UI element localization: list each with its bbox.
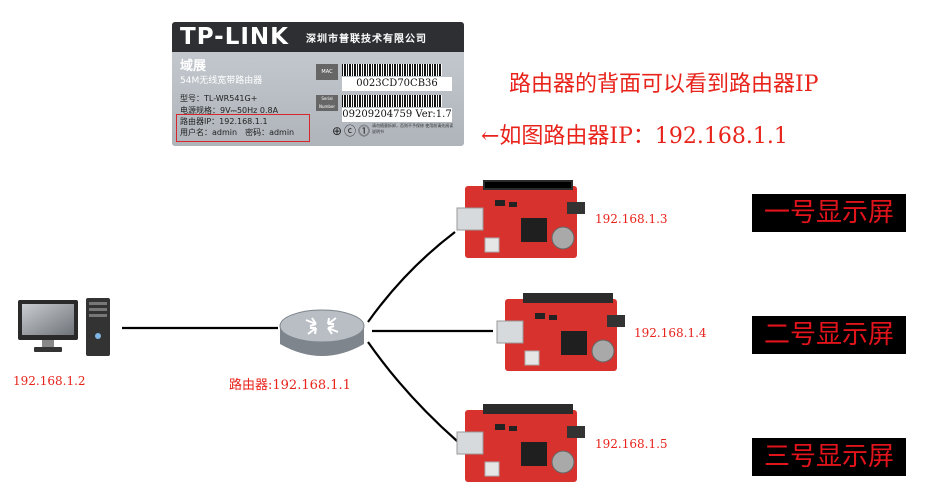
display-screen-1: 一号显示屏 [752, 194, 906, 232]
controller-card-3 [456, 404, 585, 482]
controller-card-2 [496, 293, 625, 371]
serial-barcode [342, 95, 442, 107]
mac-value: 0023CD70CB36 [342, 77, 452, 91]
brand-logo: TP-LINK [180, 24, 289, 50]
company-name: 深圳市普联技术有限公司 [306, 34, 427, 45]
product-name: 域展 [180, 59, 207, 74]
back-label-caption: 路由器的背面可以看到路由器IP [509, 72, 819, 97]
pc-ip-label: 192.168.1.2 [13, 374, 86, 388]
mac-barcode [342, 64, 442, 76]
computer-icon [18, 298, 110, 356]
label-smallprint: 请勿随意拆卸，否则不予保修 使用前请先阅读说明书 [372, 123, 454, 134]
serial-value: 09209204759 Ver:1.7 [342, 108, 452, 122]
router-ip-note: ←如图路由器IP：192.168.1.1 [481, 124, 788, 149]
router-back-label: TP-LINK 深圳市普联技术有限公司 域展 54M无线宽带路由器 型号：TL-… [172, 22, 464, 146]
display-screen-3: 三号显示屏 [752, 438, 906, 476]
spec-model: 型号：TL-WR541G+ [180, 94, 258, 103]
spec-power: 电源规格：9V⎓50Hz 0.8A [180, 106, 279, 115]
certification-icons: ⊕ⓒ⓵ [332, 124, 373, 138]
controller-card-1 [456, 180, 585, 258]
card-2-ip: 192.168.1.4 [634, 326, 707, 340]
wire-router-card3 [367, 341, 458, 442]
card-1-ip: 192.168.1.3 [595, 212, 668, 226]
serial-tag: Serial Number [316, 95, 338, 111]
wire-router-card1 [367, 231, 456, 323]
display-screen-2: 二号显示屏 [752, 316, 906, 354]
model-description: 54M无线宽带路由器 [180, 76, 263, 86]
spec-credentials: 用户名：admin 密码：admin [180, 128, 295, 137]
mac-tag: MAC [316, 64, 338, 80]
spec-router-ip: 路由器IP：192.168.1.1 [180, 117, 268, 126]
router-ip-label: 路由器:192.168.1.1 [229, 378, 351, 393]
card-3-ip: 192.168.1.5 [595, 437, 668, 451]
label-header-bar: TP-LINK 深圳市普联技术有限公司 [172, 22, 464, 52]
router-icon [279, 309, 365, 356]
ip-highlight-box [176, 114, 310, 142]
